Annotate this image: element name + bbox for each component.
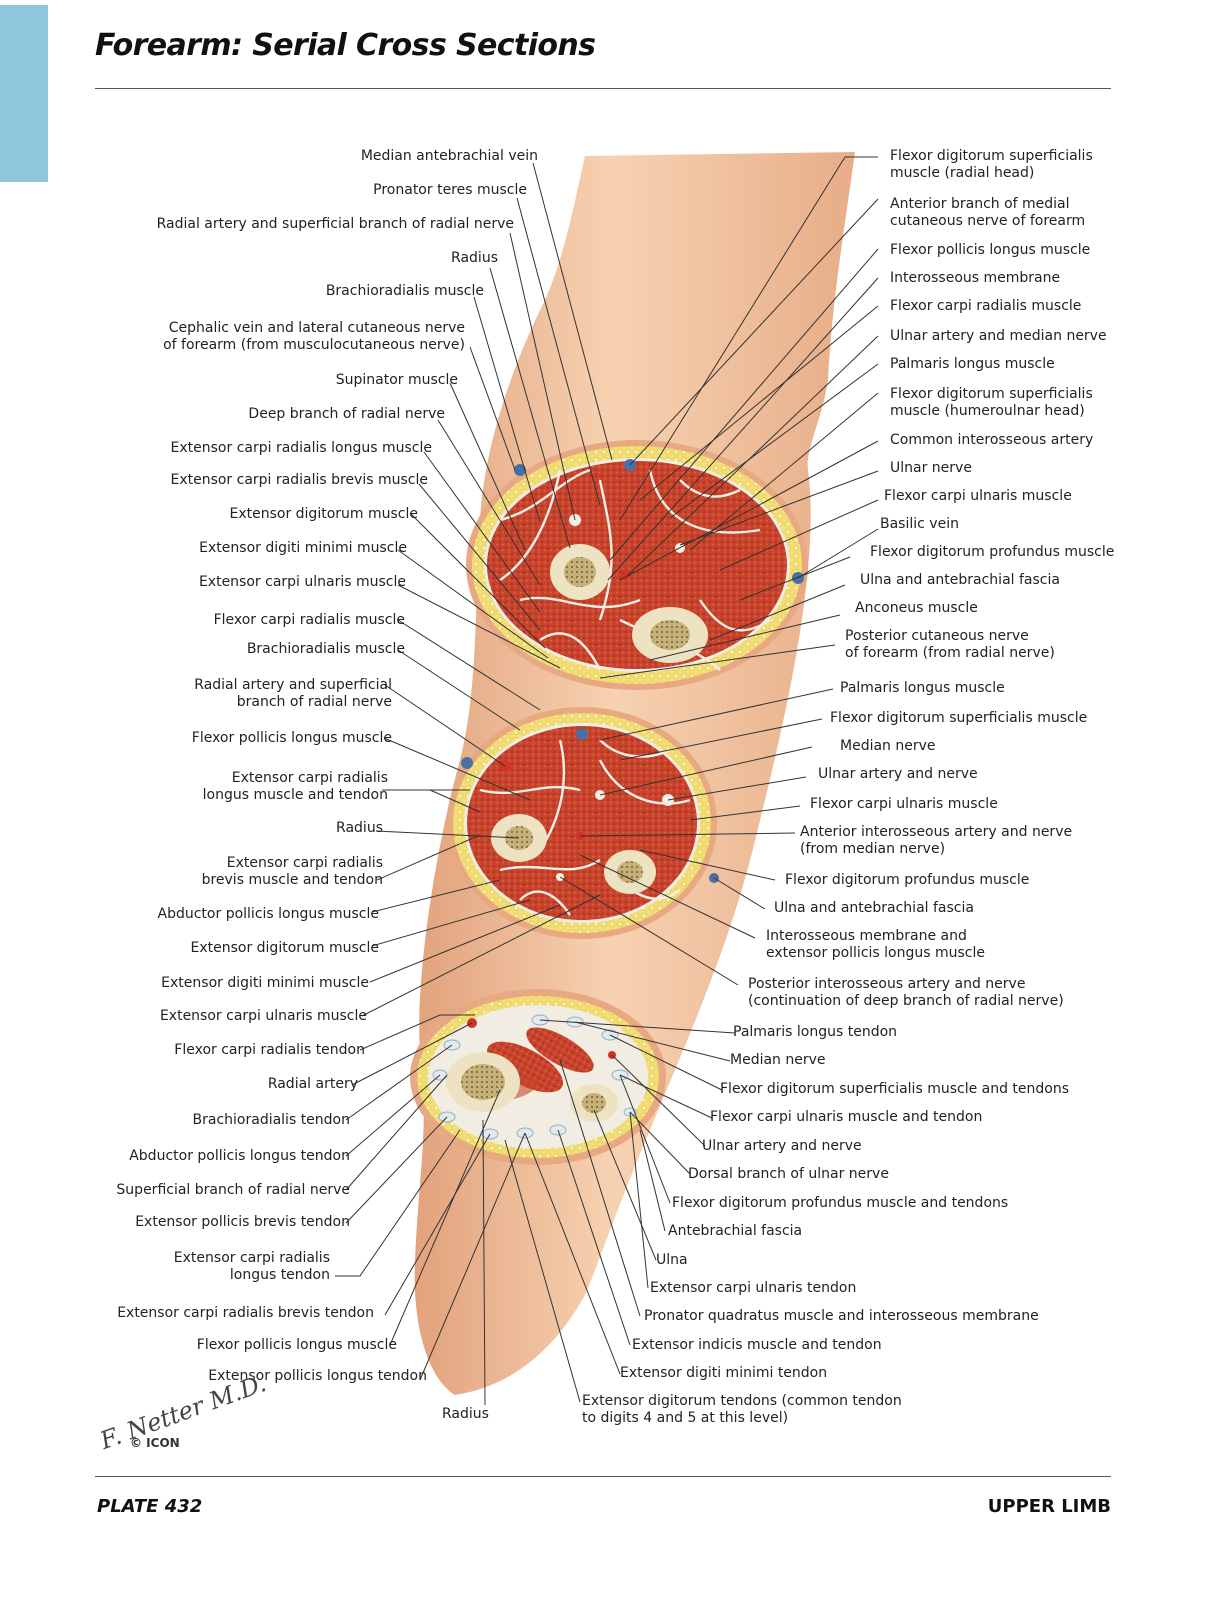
label-extensor-carpi-radialis-brevis-tendon: Extensor carpi radialis brevis tendon: [117, 1305, 374, 1321]
label-supinator-muscle: Supinator muscle: [335, 372, 458, 388]
label-pronator-quadratus-muscle-and-interosseous-membrane: Pronator quadratus muscle and interosseo…: [644, 1308, 1039, 1324]
label-cephalic-vein-and-lateral-cutaneous-nerve-of-forearm-from-musculocutaneous-nerve: Cephalic vein and lateral cutaneous nerv…: [163, 320, 465, 353]
label-ulna-and-antebrachial-fascia: Ulna and antebrachial fascia: [860, 572, 1060, 588]
label-extensor-digitorum-tendons-common-tendon-to-digits-4-and-5-at-this-level: Extensor digitorum tendons (common tendo…: [582, 1393, 902, 1426]
label-palmaris-longus-muscle: Palmaris longus muscle: [890, 356, 1055, 372]
footer-rule: [95, 1476, 1111, 1477]
section-name: UPPER LIMB: [987, 1496, 1111, 1517]
section-tab: [0, 5, 48, 182]
label-ulna: Ulna: [656, 1252, 688, 1268]
label-flexor-digitorum-superficialis-muscle-and-tendons: Flexor digitorum superficialis muscle an…: [720, 1081, 1070, 1097]
label-flexor-carpi-ulnaris-muscle: Flexor carpi ulnaris muscle: [884, 488, 1072, 504]
label-flexor-carpi-ulnaris-muscle: Flexor carpi ulnaris muscle: [810, 796, 998, 812]
label-ulnar-artery-and-nerve: Ulnar artery and nerve: [702, 1138, 862, 1154]
label-extensor-digiti-minimi-muscle: Extensor digiti minimi muscle: [199, 540, 407, 556]
label-posterior-cutaneous-nerve-of-forearm-from-radial-nerve: Posterior cutaneous nerve of forearm (fr…: [845, 628, 1055, 661]
label-palmaris-longus-muscle: Palmaris longus muscle: [840, 680, 1005, 696]
label-median-nerve: Median nerve: [730, 1052, 826, 1068]
label-dorsal-branch-of-ulnar-nerve: Dorsal branch of ulnar nerve: [688, 1166, 889, 1182]
label-deep-branch-of-radial-nerve: Deep branch of radial nerve: [248, 406, 445, 422]
label-extensor-digitorum-muscle: Extensor digitorum muscle: [229, 506, 418, 522]
label-brachioradialis-muscle: Brachioradialis muscle: [325, 283, 484, 299]
label-brachioradialis-tendon: Brachioradialis tendon: [192, 1112, 350, 1128]
label-extensor-carpi-radialis-brevis-muscle: Extensor carpi radialis brevis muscle: [170, 472, 428, 488]
label-brachioradialis-muscle: Brachioradialis muscle: [246, 641, 405, 657]
label-superficial-branch-of-radial-nerve: Superficial branch of radial nerve: [116, 1182, 350, 1198]
label-abductor-pollicis-longus-muscle: Abductor pollicis longus muscle: [157, 906, 379, 922]
label-median-nerve: Median nerve: [840, 738, 936, 754]
label-flexor-pollicis-longus-muscle: Flexor pollicis longus muscle: [196, 1337, 397, 1353]
label-radial-artery-and-superficial-branch-of-radial-nerve: Radial artery and superficial branch of …: [194, 677, 392, 710]
page-title: Forearm: Serial Cross Sections: [95, 28, 596, 63]
label-median-antebrachial-vein: Median antebrachial vein: [360, 148, 538, 164]
label-ulnar-artery-and-nerve: Ulnar artery and nerve: [818, 766, 978, 782]
label-radius-distal: Radius: [442, 1406, 489, 1422]
label-extensor-digiti-minimi-muscle: Extensor digiti minimi muscle: [161, 975, 369, 991]
label-ulnar-artery-and-median-nerve: Ulnar artery and median nerve: [890, 328, 1107, 344]
label-flexor-carpi-radialis-muscle: Flexor carpi radialis muscle: [213, 612, 405, 628]
header-rule: [95, 88, 1111, 89]
label-common-interosseous-artery: Common interosseous artery: [890, 432, 1094, 448]
label-extensor-carpi-radialis-brevis-muscle-and-tendon: Extensor carpi radialis brevis muscle an…: [201, 855, 383, 888]
label-flexor-carpi-ulnaris-muscle-and-tendon: Flexor carpi ulnaris muscle and tendon: [710, 1109, 983, 1125]
label-extensor-carpi-radialis-longus-tendon: Extensor carpi radialis longus tendon: [173, 1250, 330, 1283]
leader-lines: [335, 156, 879, 1406]
label-flexor-pollicis-longus-muscle: Flexor pollicis longus muscle: [191, 730, 392, 746]
label-flexor-digitorum-profundus-muscle-and-tendons: Flexor digitorum profundus muscle and te…: [672, 1195, 1009, 1211]
label-radial-artery: Radial artery: [267, 1076, 358, 1092]
label-extensor-pollicis-longus-tendon: Extensor pollicis longus tendon: [208, 1368, 427, 1384]
label-extensor-carpi-ulnaris-tendon: Extensor carpi ulnaris tendon: [650, 1280, 857, 1296]
label-abductor-pollicis-longus-tendon: Abductor pollicis longus tendon: [129, 1148, 350, 1164]
label-flexor-digitorum-superficialis-muscle-radial-head: Flexor digitorum superficialis muscle (r…: [890, 148, 1093, 181]
label-anconeus-muscle: Anconeus muscle: [855, 600, 978, 616]
label-pronator-teres-muscle: Pronator teres muscle: [373, 182, 527, 198]
label-radial-artery-and-superficial-branch-of-radial-nerve: Radial artery and superficial branch of …: [156, 216, 514, 232]
label-ulna-and-antebrachial-fascia: Ulna and antebrachial fascia: [774, 900, 974, 916]
label-radius: Radius: [336, 820, 383, 836]
plate-number: PLATE 432: [97, 1496, 203, 1517]
label-basilic-vein: Basilic vein: [880, 516, 959, 532]
label-anterior-interosseous-artery-and-nerve-from-median-nerve: Anterior interosseous artery and nerve (…: [800, 824, 1073, 857]
label-extensor-carpi-radialis-longus-muscle-and-tendon: Extensor carpi radialis longus muscle an…: [202, 770, 388, 803]
label-flexor-digitorum-profundus-muscle: Flexor digitorum profundus muscle: [785, 872, 1030, 888]
label-antebrachial-fascia: Antebrachial fascia: [668, 1223, 803, 1239]
label-flexor-digitorum-superficialis-muscle-humeroulnar-head: Flexor digitorum superficialis muscle (h…: [890, 386, 1093, 419]
label-extensor-carpi-ulnaris-muscle: Extensor carpi ulnaris muscle: [198, 574, 406, 590]
label-interosseous-membrane: Interosseous membrane: [890, 270, 1061, 286]
label-extensor-pollicis-brevis-tendon: Extensor pollicis brevis tendon: [135, 1214, 350, 1230]
label-flexor-carpi-radialis-tendon: Flexor carpi radialis tendon: [174, 1042, 365, 1058]
label-extensor-digitorum-muscle: Extensor digitorum muscle: [190, 940, 379, 956]
label-extensor-digiti-minimi-tendon: Extensor digiti minimi tendon: [620, 1365, 828, 1381]
label-anterior-branch-of-medial-cutaneous-nerve-of-forearm: Anterior branch of medial cutaneous nerv…: [890, 196, 1086, 229]
label-interosseous-membrane-and-extensor-pollicis-longus-muscle: Interosseous membrane and extensor polli…: [766, 928, 985, 961]
label-flexor-digitorum-superficialis-muscle: Flexor digitorum superficialis muscle: [830, 710, 1088, 726]
label-extensor-carpi-radialis-longus-muscle: Extensor carpi radialis longus muscle: [170, 440, 432, 456]
distal-cross-section: [410, 989, 666, 1165]
label-ulnar-nerve: Ulnar nerve: [890, 460, 972, 476]
label-palmaris-longus-tendon: Palmaris longus tendon: [733, 1024, 898, 1040]
middle-cross-section: [447, 707, 719, 939]
label-flexor-pollicis-longus-muscle: Flexor pollicis longus muscle: [890, 242, 1091, 258]
label-extensor-carpi-ulnaris-muscle: Extensor carpi ulnaris muscle: [159, 1008, 367, 1024]
label-flexor-carpi-radialis-muscle: Flexor carpi radialis muscle: [890, 298, 1082, 314]
label-flexor-digitorum-profundus-muscle: Flexor digitorum profundus muscle: [870, 544, 1115, 560]
publisher-logo: © ICON: [130, 1436, 180, 1450]
proximal-cross-section: [466, 440, 808, 690]
label-posterior-interosseous-artery-and-nerve-continuation-of-deep-branch-of-radial-nerve: Posterior interosseous artery and nerve …: [748, 976, 1064, 1009]
label-radius: Radius: [451, 250, 498, 266]
label-extensor-indicis-muscle-and-tendon: Extensor indicis muscle and tendon: [632, 1337, 882, 1353]
